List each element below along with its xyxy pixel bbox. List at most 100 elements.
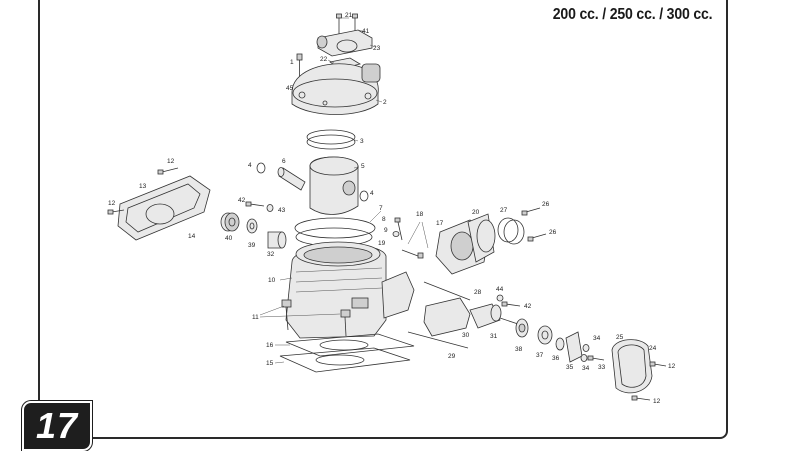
cylinder-10 bbox=[285, 241, 415, 339]
cylinder-head-2 bbox=[291, 63, 381, 115]
base-gasket-7 bbox=[294, 217, 376, 239]
callout-15: 15 bbox=[266, 360, 274, 367]
callout-7: 7 bbox=[379, 205, 383, 212]
callout-13: 13 bbox=[139, 183, 147, 190]
callout-28: 28 bbox=[474, 289, 482, 296]
piston-rings-3 bbox=[306, 129, 356, 150]
bolt-18 bbox=[394, 217, 403, 241]
screw-26-bottom bbox=[527, 233, 547, 242]
callout-labels: 21 41 23 22 1 45 2 3 4 6 5 4 12 13 12 14… bbox=[108, 12, 676, 405]
bolt-9 bbox=[392, 231, 400, 237]
callout-40: 40 bbox=[225, 235, 233, 242]
page-number-badge: 17 bbox=[22, 401, 92, 451]
callout-44: 44 bbox=[496, 286, 504, 293]
screw-12-top bbox=[157, 167, 179, 175]
callout-14: 14 bbox=[188, 233, 196, 240]
washer-44 bbox=[496, 294, 504, 302]
lever-35 bbox=[565, 331, 583, 363]
base-gasket-16 bbox=[285, 333, 415, 357]
callout-4-left: 4 bbox=[248, 162, 252, 169]
callout-5: 5 bbox=[361, 163, 365, 170]
circlip-4-right bbox=[359, 190, 369, 202]
control-rod-28 bbox=[423, 281, 471, 301]
callout-16: 16 bbox=[266, 342, 274, 349]
callout-17: 17 bbox=[436, 220, 444, 227]
callout-33: 33 bbox=[598, 364, 606, 371]
callout-35: 35 bbox=[566, 364, 574, 371]
callout-20: 20 bbox=[472, 209, 480, 216]
callout-26-top: 26 bbox=[542, 201, 550, 208]
callout-38: 38 bbox=[515, 346, 523, 353]
callout-42-right: 42 bbox=[524, 303, 532, 310]
callout-37: 37 bbox=[536, 352, 544, 359]
callout-12-top: 12 bbox=[167, 158, 175, 165]
callout-36: 36 bbox=[552, 355, 560, 362]
base-gasket-15 bbox=[279, 347, 411, 373]
diagram-frame bbox=[38, 0, 728, 439]
screw-12-left bbox=[107, 209, 125, 215]
callout-9: 9 bbox=[384, 227, 388, 234]
screw-12-right-upper bbox=[649, 361, 667, 367]
bolt-21 bbox=[336, 13, 342, 34]
washer-34 bbox=[580, 344, 590, 362]
bolt-41 bbox=[352, 13, 358, 32]
screw-42 bbox=[245, 201, 265, 207]
callout-8: 8 bbox=[382, 216, 386, 223]
callout-18: 18 bbox=[416, 211, 424, 218]
washer-36 bbox=[555, 337, 565, 351]
callout-11: 11 bbox=[252, 314, 259, 321]
callout-29: 29 bbox=[448, 353, 456, 360]
engine-size-title: 200 cc. / 250 cc. / 300 cc. bbox=[552, 6, 712, 23]
callout-3: 3 bbox=[360, 138, 364, 145]
bearing-40 bbox=[220, 212, 240, 232]
bearing-37 bbox=[537, 325, 553, 345]
callout-43: 43 bbox=[278, 207, 286, 214]
screw-42-right bbox=[501, 301, 521, 307]
shaft-38 bbox=[499, 317, 529, 338]
piston-pin-6 bbox=[277, 167, 306, 191]
callout-12-left: 12 bbox=[108, 200, 116, 207]
washer-43 bbox=[266, 204, 274, 212]
valve-cover-14 bbox=[117, 175, 211, 241]
bushing-32 bbox=[267, 231, 287, 249]
callout-34-top: 34 bbox=[593, 335, 601, 342]
control-rod-29 bbox=[407, 331, 469, 349]
callout-2: 2 bbox=[383, 99, 387, 106]
callout-25: 25 bbox=[616, 334, 624, 341]
callout-21: 21 bbox=[345, 12, 353, 19]
bushing-39 bbox=[246, 218, 258, 234]
callout-4-right: 4 bbox=[370, 190, 374, 197]
callout-12-right-upper: 12 bbox=[668, 363, 676, 370]
exhaust-valve-30 bbox=[423, 297, 471, 337]
piston-5 bbox=[309, 156, 359, 215]
leader-lines bbox=[259, 17, 429, 364]
callout-27: 27 bbox=[500, 207, 508, 214]
screw-26-top bbox=[521, 207, 541, 216]
clamps-27 bbox=[497, 217, 525, 245]
intake-manifold-20 bbox=[467, 213, 496, 263]
page-number: 17 bbox=[35, 405, 79, 446]
callout-32: 32 bbox=[267, 251, 275, 258]
callout-42: 42 bbox=[238, 197, 246, 204]
callout-30: 30 bbox=[462, 332, 470, 339]
callout-22: 22 bbox=[320, 56, 328, 63]
callout-24: 24 bbox=[649, 345, 657, 352]
studs-11 bbox=[281, 299, 351, 337]
circlip-4-left bbox=[256, 162, 266, 174]
callout-39: 39 bbox=[248, 242, 256, 249]
callout-31: 31 bbox=[490, 333, 498, 340]
callout-23: 23 bbox=[373, 45, 381, 52]
actuator-31 bbox=[469, 303, 502, 329]
callout-10: 10 bbox=[268, 277, 276, 284]
callout-45: 45 bbox=[286, 85, 294, 92]
callout-34-bottom: 34 bbox=[582, 365, 590, 372]
screw-12-right-lower bbox=[631, 395, 651, 401]
callout-1: 1 bbox=[290, 59, 294, 66]
cover-25 bbox=[611, 339, 653, 394]
callout-19: 19 bbox=[378, 240, 386, 247]
callout-12-right-lower: 12 bbox=[653, 398, 661, 405]
callout-26-bottom: 26 bbox=[549, 229, 557, 236]
callout-6: 6 bbox=[282, 158, 286, 165]
screw-33 bbox=[587, 355, 605, 361]
